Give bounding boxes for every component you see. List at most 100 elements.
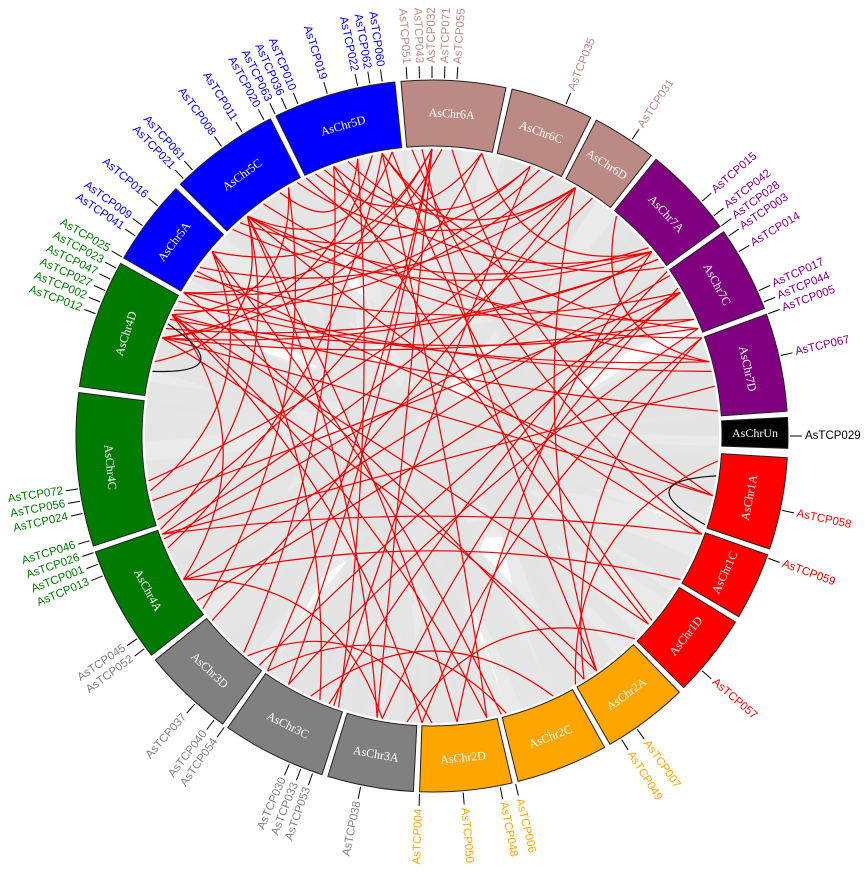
duplication-link xyxy=(376,148,433,718)
duplication-link xyxy=(154,215,253,363)
duplication-link xyxy=(481,153,653,257)
duplication-link xyxy=(183,578,383,719)
background-ribbon xyxy=(154,314,720,436)
background-links xyxy=(144,149,720,724)
gene-tick xyxy=(84,309,96,315)
gene-tick xyxy=(295,768,302,781)
gene-tick xyxy=(357,786,362,799)
duplication-link xyxy=(247,151,393,230)
chromosome-label: AsChr2D xyxy=(439,748,486,766)
duplication-link xyxy=(183,274,671,580)
duplication-link xyxy=(243,166,336,653)
duplication-link xyxy=(287,148,433,685)
gene-label-astcp067: AsTCP067 xyxy=(794,334,851,358)
gene-tick xyxy=(132,218,143,227)
gene-tick xyxy=(323,82,328,94)
chromosome-aschr5a xyxy=(123,187,225,292)
background-ribbon xyxy=(306,198,639,715)
gene-tick xyxy=(174,169,184,179)
background-ribbon xyxy=(492,175,597,697)
gene-tick xyxy=(782,509,795,514)
duplication-link xyxy=(183,292,585,680)
duplication-link xyxy=(211,251,502,715)
chromosome-aschr2a xyxy=(576,643,681,745)
gene-tick xyxy=(636,729,645,740)
duplication-link xyxy=(611,215,710,363)
duplication-link xyxy=(381,153,665,273)
other-links xyxy=(152,323,717,526)
other-link xyxy=(152,323,202,373)
duplication-link xyxy=(279,158,359,213)
gene-tick xyxy=(235,121,243,133)
gene-tick xyxy=(780,352,793,356)
gene-label-astcp035: AsTCP035 xyxy=(566,36,598,92)
chromosome-aschr4c xyxy=(75,392,157,547)
gene-tick xyxy=(99,273,111,280)
gene-label-astcp019: AsTCP019 xyxy=(301,24,329,81)
duplication-link xyxy=(411,149,703,535)
chromosome-aschr6a xyxy=(400,79,507,153)
duplication-link xyxy=(183,169,540,296)
gene-tick xyxy=(86,563,98,570)
gene-tick xyxy=(621,739,629,751)
duplication-link xyxy=(161,197,593,535)
gene-label-astcp071: AsTCP071 xyxy=(439,7,453,63)
duplication-link xyxy=(333,166,531,706)
background-ribbon xyxy=(432,149,652,324)
duplication-link xyxy=(162,385,715,535)
duplication-link xyxy=(456,251,653,723)
duplication-link xyxy=(421,337,703,724)
gene-tick xyxy=(93,285,106,291)
duplication-link xyxy=(171,314,423,723)
chromosome-aschrun xyxy=(721,416,789,449)
chromosome-aschr4a xyxy=(94,529,205,656)
gene-label-astcp055: AsTCP055 xyxy=(452,8,468,64)
duplication-link xyxy=(148,187,576,482)
gene-label-astcp004: AsTCP004 xyxy=(411,808,425,865)
gene-tick xyxy=(354,73,359,86)
gene-tick xyxy=(462,792,465,805)
duplication-link xyxy=(333,165,531,211)
gene-tick xyxy=(78,540,90,545)
gene-tick xyxy=(308,773,313,785)
gene-label-astcp059: AsTCP059 xyxy=(780,558,836,588)
gene-label-astcp031: AsTCP031 xyxy=(636,77,677,130)
chromosome-aschr3a xyxy=(327,712,418,793)
gene-tick xyxy=(768,309,780,315)
duplication-link xyxy=(211,148,433,258)
other-link xyxy=(668,475,717,526)
gene-tick xyxy=(281,97,287,110)
duplication-link xyxy=(163,250,653,540)
gene-tick xyxy=(214,136,223,147)
gene-tick xyxy=(88,296,101,303)
chromosome-aschr1a xyxy=(706,453,788,550)
gene-tick xyxy=(134,648,145,657)
gene-tick xyxy=(68,500,81,504)
duplication-link xyxy=(258,292,681,666)
chromosome-aschr4d xyxy=(78,262,180,397)
duplication-link xyxy=(580,337,703,680)
duplication-link xyxy=(161,337,598,672)
background-ribbon xyxy=(229,175,363,672)
gene-label-astcp038: AsTCP038 xyxy=(341,800,364,857)
duplication-link xyxy=(266,148,433,672)
chromosome-aschr2d xyxy=(419,718,513,793)
duplication-link xyxy=(247,215,702,339)
gene-tick xyxy=(367,71,371,84)
background-ribbon xyxy=(487,157,719,516)
gene-tick xyxy=(565,92,572,105)
duplication-link xyxy=(196,270,713,497)
duplication-link xyxy=(347,161,576,221)
chromosome-aschr2c xyxy=(501,688,606,783)
gene-tick xyxy=(284,764,290,776)
duplication-link xyxy=(421,149,598,672)
duplication-link xyxy=(160,215,259,530)
gene-tick xyxy=(111,250,123,258)
gene-tick xyxy=(184,160,193,171)
gene-tick xyxy=(713,207,724,216)
gene-label-astcp058: AsTCP058 xyxy=(796,508,853,531)
duplication-link xyxy=(162,155,373,339)
gene-tick xyxy=(701,192,712,202)
gene-tick xyxy=(105,261,117,269)
